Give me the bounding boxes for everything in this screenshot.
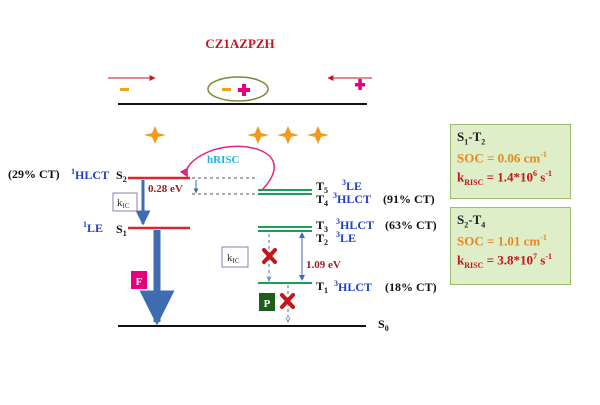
hrisc-arrow (179, 145, 275, 191)
p-label: P (264, 298, 271, 310)
kic-label-singlet: kIC (117, 197, 130, 210)
kic-box-triplet (221, 246, 249, 268)
hrisc-label: hRISC (207, 154, 239, 166)
pair-label: S1-T2 (457, 129, 486, 147)
t4-label: T4 (316, 192, 328, 208)
exciton-ellipse (207, 76, 269, 102)
t5-label: T5 (316, 179, 328, 195)
s2-ct-label: (29% CT) (8, 167, 60, 181)
t5-type-label: 3LE (342, 178, 362, 193)
cross-icon (262, 248, 277, 264)
star-icon (307, 126, 329, 144)
s2-label: S2 (116, 168, 127, 184)
t3-ct-label: (63% CT) (385, 218, 437, 232)
plus-icon (238, 84, 250, 96)
t1-label: T1 (316, 279, 328, 295)
kic-label-triplet: kIC (227, 252, 240, 265)
minus-icon (120, 88, 129, 91)
t1-type-label: 3HLCT (334, 279, 372, 294)
info-box-s2-t4: S2-T4 SOC = 1.01 cm-1 kRISC = 3.8*107 s-… (450, 207, 571, 285)
minus-icon (222, 88, 231, 91)
t4-type-label: 3HLCT (333, 191, 371, 206)
diagram-title: CZ1AZPZH (205, 36, 274, 51)
krisc-value: kRISC = 1.4*106 s-1 (457, 168, 553, 187)
t4-ct-label: (91% CT) (383, 192, 435, 206)
plus-icon (355, 79, 365, 90)
info-box-s1-t2: S1-T2 SOC = 0.06 cm-1 kRISC = 1.4*106 s-… (450, 124, 571, 199)
s1-type-label: 1LE (83, 220, 103, 235)
gap-label-s2: 0.28 eV (148, 183, 183, 195)
soc-value: SOC = 0.06 cm-1 (457, 149, 547, 165)
t2-type-label: 3LE (336, 230, 356, 245)
cross-icon (280, 293, 295, 309)
t1-ct-label: (18% CT) (385, 280, 437, 294)
p-box (259, 293, 275, 311)
kic-box-singlet (112, 192, 138, 212)
s0-label: S0 (378, 317, 389, 333)
f-box (131, 271, 147, 289)
s1-label: S1 (116, 222, 127, 238)
s2-type-label: 1HLCT (71, 167, 109, 182)
t2-label: T2 (316, 231, 328, 247)
f-label: F (136, 276, 143, 288)
star-icon (247, 126, 269, 144)
t3-label: T3 (316, 218, 328, 234)
pair-label: S2-T4 (457, 212, 486, 230)
star-icon (144, 126, 166, 144)
star-icon (277, 126, 299, 144)
gap-label-t3-t1: 1.09 eV (306, 259, 341, 271)
krisc-value: kRISC = 3.8*107 s-1 (457, 251, 553, 270)
soc-value: SOC = 1.01 cm-1 (457, 232, 547, 248)
t3-type-label: 3HLCT (336, 217, 374, 232)
